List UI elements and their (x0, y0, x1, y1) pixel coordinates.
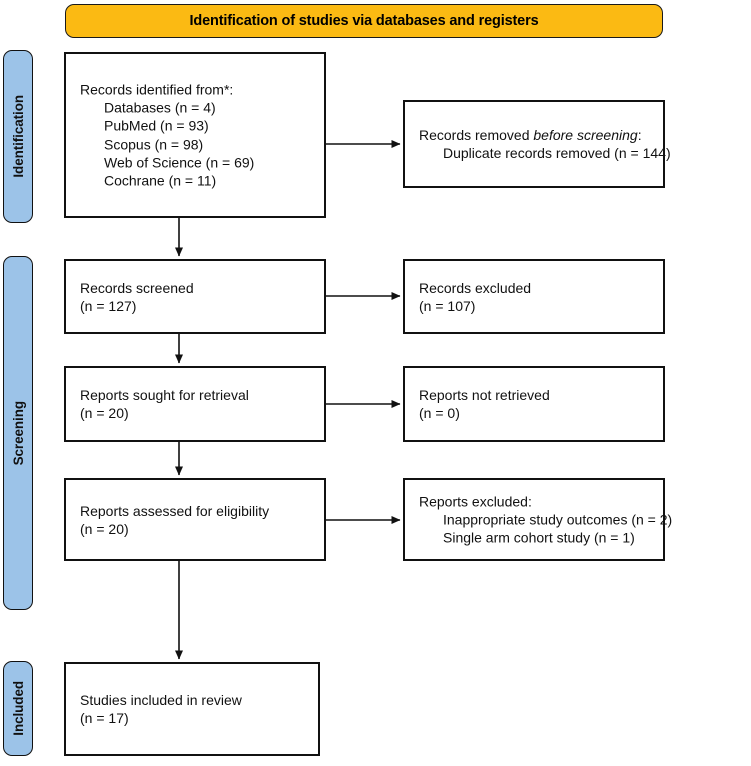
reports-excluded-reason-inappropriate-outcomes: Inappropriate study outcomes (n = 2) (443, 511, 673, 528)
box-reports-not-retrieved: Reports not retrieved (n = 0) (403, 366, 665, 442)
records-excluded-label: Records excluded (419, 279, 532, 296)
records-identified-item-cochrane: Cochrane (n = 11) (104, 172, 217, 189)
reports-sought-label: Reports sought for retrieval (80, 386, 249, 403)
box-records-identified: Records identified from*: Databases (n =… (64, 52, 326, 218)
box-reports-sought-for-retrieval: Reports sought for retrieval (n = 20) (64, 366, 326, 442)
box-records-removed-before-screening: Records removed before screening: Duplic… (403, 100, 671, 188)
records-removed-item-duplicates: Duplicate records removed (n = 144) (443, 145, 671, 161)
records-identified-item-pubmed: PubMed (n = 93) (104, 117, 209, 134)
stage-label-screening-text: Screening (10, 400, 26, 466)
reports-assessed-label: Reports assessed for eligibility (80, 502, 270, 519)
box-records-excluded: Records excluded (n = 107) (403, 259, 665, 334)
reports-sought-count: (n = 20) (80, 405, 129, 421)
studies-included-label: Studies included in review (80, 691, 242, 708)
studies-included-count: (n = 17) (80, 710, 129, 726)
box-records-screened: Records screened (n = 127) (64, 259, 326, 334)
stage-label-included-text: Included (10, 681, 26, 736)
stage-label-identification-text: Identification (10, 95, 26, 178)
reports-not-retrieved-label: Reports not retrieved (419, 386, 550, 403)
box-reports-assessed-for-eligibility: Reports assessed for eligibility (n = 20… (64, 478, 326, 561)
records-identified-item-databases: Databases (n = 4) (104, 99, 216, 116)
stage-label-identification: Identification (3, 50, 33, 223)
reports-assessed-count: (n = 20) (80, 520, 129, 537)
reports-excluded-reason-single-arm-cohort: Single arm cohort study (n = 1) (443, 529, 635, 546)
diagram-title-text: Identification of studies via databases … (189, 12, 539, 29)
records-screened-count: (n = 127) (80, 297, 137, 314)
box-studies-included-in-review: Studies included in review (n = 17) (64, 662, 320, 756)
records-removed-heading-plain: Records removed (419, 126, 534, 143)
records-screened-label: Records screened (80, 279, 194, 296)
records-identified-heading: Records identified from*: (80, 81, 234, 98)
records-removed-heading: Records removed before screening: (419, 126, 655, 144)
records-excluded-count: (n = 107) (419, 297, 476, 314)
records-removed-heading-italic: before screening (533, 126, 638, 143)
records-identified-item-scopus: Scopus (n = 98) (104, 136, 204, 152)
reports-excluded-heading: Reports excluded: (419, 493, 532, 510)
box-reports-excluded-with-reasons: Reports excluded: Inappropriate study ou… (403, 478, 673, 561)
records-removed-heading-tail: : (637, 126, 642, 143)
stage-label-included: Included (3, 661, 33, 756)
records-identified-item-web-of-science: Web of Science (n = 69) (104, 154, 255, 171)
stage-label-screening: Screening (3, 256, 33, 610)
diagram-title-banner: Identification of studies via databases … (65, 4, 663, 38)
reports-not-retrieved-count: (n = 0) (419, 405, 460, 421)
